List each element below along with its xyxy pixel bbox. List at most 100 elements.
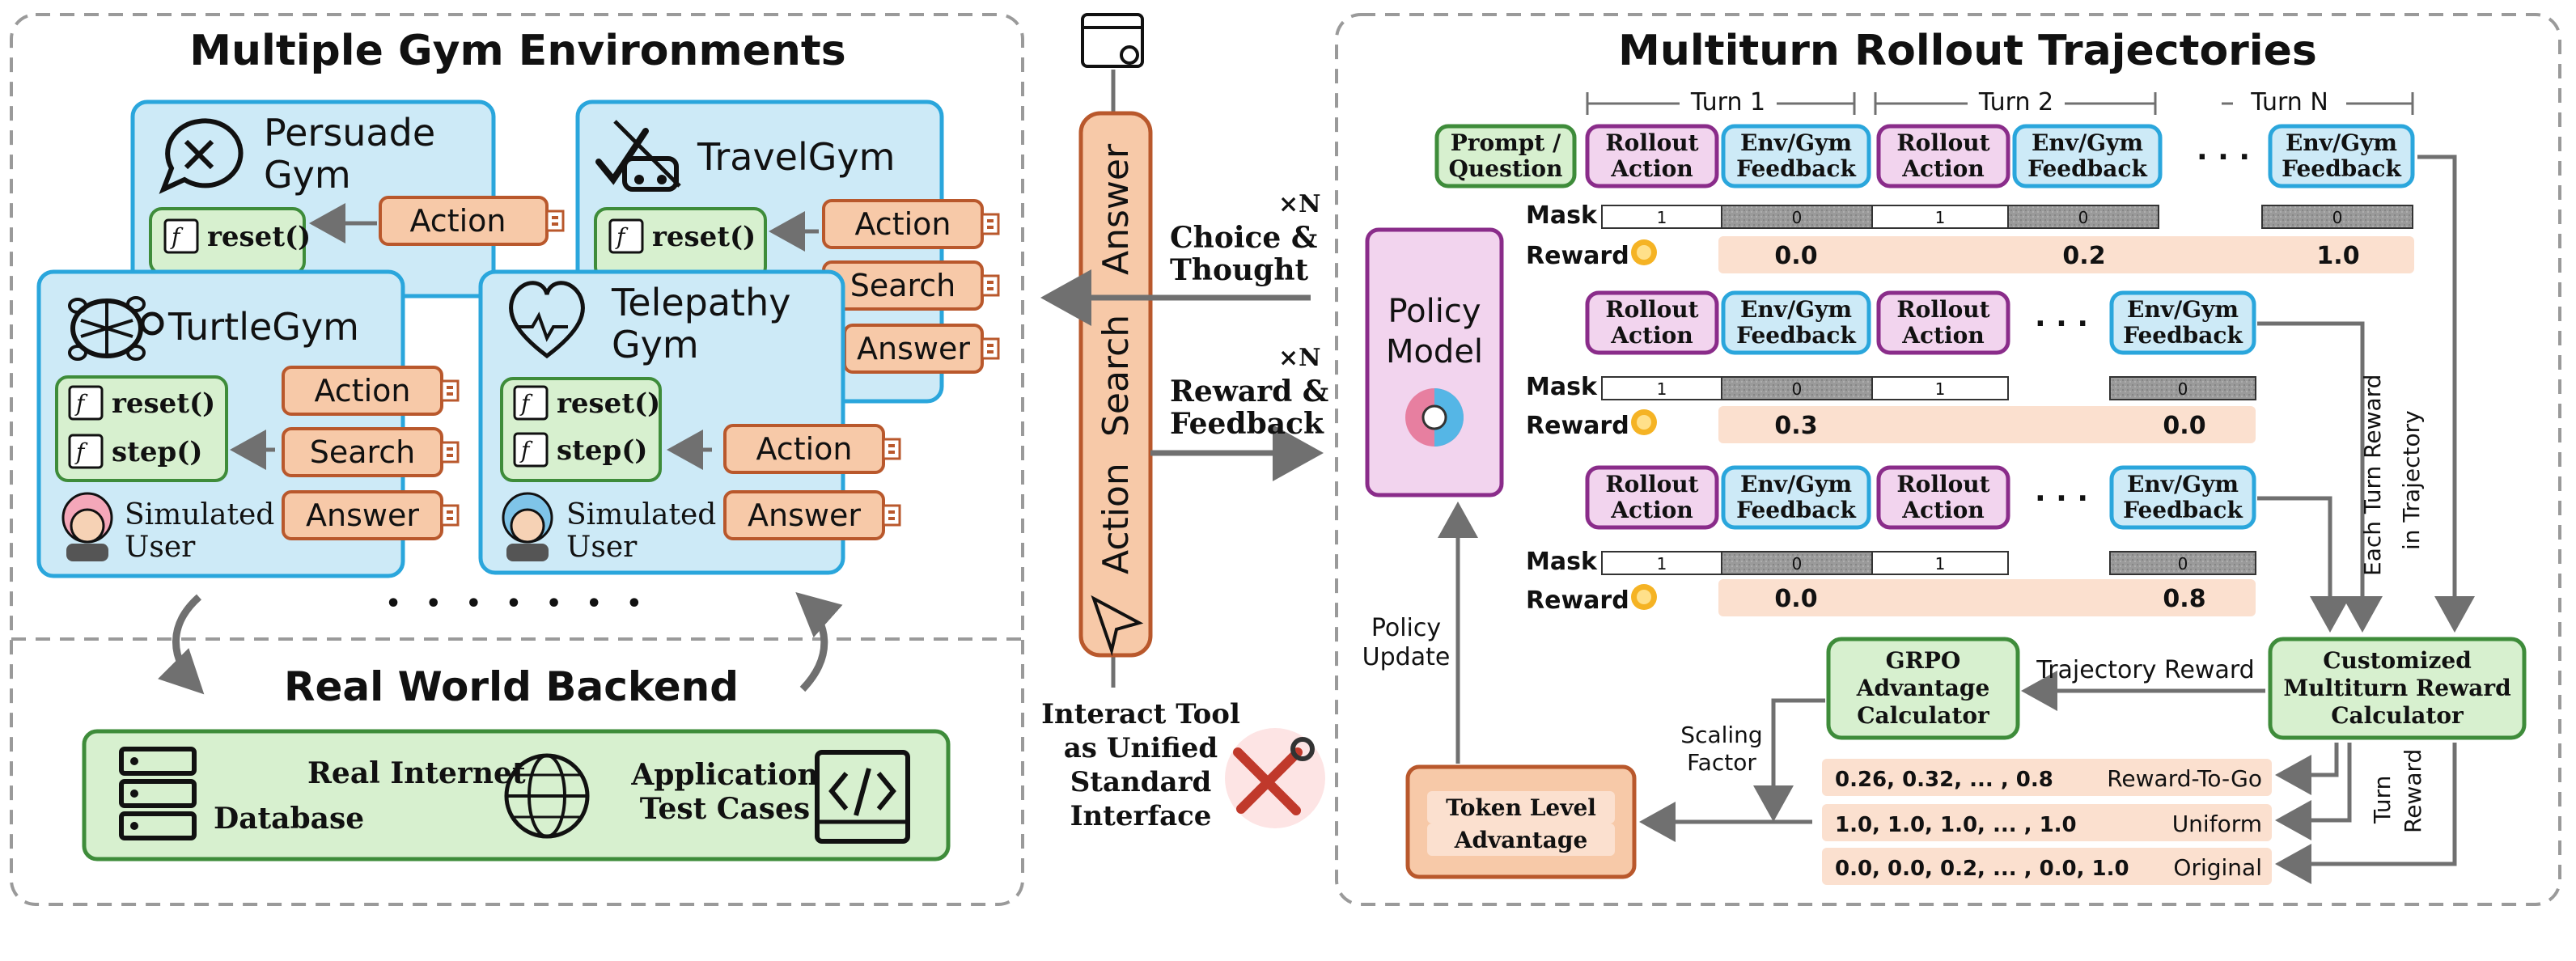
svg-text:Env/Gym: Env/Gym (1740, 296, 1852, 323)
prompt-box (1434, 124, 1577, 188)
travel-answer-tool[interactable]: Answer (843, 324, 1000, 374)
svg-text:Action: Action (1901, 155, 1984, 182)
turn-reward-line2: Reward (2400, 749, 2426, 833)
turtle-user-label-line1: Simulated (125, 498, 274, 531)
right-panel-title: Multiturn Rollout Trajectories (1618, 27, 2317, 75)
svg-text:· · ·: · · · (2035, 307, 2088, 341)
settings-window-icon (1081, 13, 1144, 68)
turtle-search-tool[interactable]: Search (282, 427, 460, 477)
backend-title: Real World Backend (284, 663, 739, 710)
persuade-gym-name-line2: Gym (264, 153, 351, 197)
svg-text:1.0, 1.0, 1.0, ... , 1.0: 1.0, 1.0, 1.0, ... , 1.0 (1835, 813, 2077, 837)
travel-action-tool[interactable]: Action (822, 199, 1000, 249)
svg-text:Feedback: Feedback (2282, 155, 2401, 182)
tool-bar-answer: Answer (1095, 143, 1137, 275)
turn-markers: Turn 1 Turn 2 Turn N (1586, 88, 2414, 116)
svg-text:Answer: Answer (748, 497, 861, 533)
svg-text:Mask: Mask (1526, 201, 1598, 230)
svg-text:Rollout: Rollout (1896, 129, 1989, 156)
turtle-gym-name: TurtleGym (167, 305, 359, 349)
more-gyms-ellipsis: • • • • • • • (386, 590, 650, 618)
telepathy-user-label-line1: Simulated (566, 498, 716, 531)
turtle-action-tool[interactable]: Action (282, 366, 460, 416)
turtle-reset-function[interactable]: f reset() (68, 385, 215, 421)
svg-text:Answer: Answer (306, 497, 419, 533)
svg-text:Model: Model (1386, 333, 1483, 370)
trajectory-row-3: Rollout Action Env/Gym Feedback Rollout … (1526, 465, 2256, 616)
svg-text:Reward: Reward (1526, 242, 1629, 270)
interface-label-line2: as Unified (1064, 732, 1218, 764)
code-window-icon (815, 750, 910, 844)
svg-text:Original: Original (2173, 854, 2262, 881)
policy-update-line2: Update (1362, 643, 1451, 671)
svg-text:Token Level: Token Level (1446, 794, 1596, 821)
turtle-step-function[interactable]: f step() (68, 434, 202, 469)
telepathy-reset-function[interactable]: f reset() (513, 385, 660, 421)
token-level-advantage-box: Token Level Advantage (1405, 764, 1637, 879)
left-panel-title: Multiple Gym Environments (189, 27, 845, 75)
svg-text:reset(): reset() (112, 387, 215, 420)
svg-text:0: 0 (2078, 208, 2089, 227)
tool-bar-search: Search (1095, 315, 1137, 437)
turtle-answer-tool[interactable]: Answer (282, 490, 460, 540)
scheme-uniform: 1.0, 1.0, 1.0, ... , 1.0 Uniform (1822, 804, 2272, 841)
choice-label-line2: Thought (1170, 253, 1308, 287)
telepathy-answer-tool[interactable]: Answer (723, 490, 901, 540)
turtle-gym-card: TurtleGym f reset() f step() Action Sear… (36, 269, 460, 578)
svg-text:Multiturn Reward: Multiturn Reward (2283, 675, 2510, 701)
telepathy-step-function[interactable]: f step() (513, 432, 647, 468)
turtle-icon (68, 296, 164, 361)
interface-label-line4: Interface (1070, 800, 1212, 832)
svg-text:Rollout: Rollout (1896, 296, 1989, 323)
svg-text:Action: Action (409, 203, 506, 239)
interface-label-line3: Standard (1070, 766, 1212, 798)
svg-text:· · ·: · · · (2035, 482, 2088, 515)
tool-bar[interactable]: Action Search Answer (1078, 111, 1153, 658)
turtle-user-label-line2: User (125, 531, 196, 564)
svg-text:Policy: Policy (1388, 293, 1481, 330)
svg-text:reset(): reset() (652, 221, 756, 253)
svg-text:Uniform: Uniform (2172, 811, 2262, 837)
travel-icon (595, 120, 681, 192)
svg-text:0: 0 (2178, 554, 2188, 574)
svg-text:Answer: Answer (857, 331, 970, 366)
svg-text:step(): step() (557, 434, 647, 467)
scheme-reward-to-go: 0.26, 0.32, ... , 0.8 Reward-To-Go (1822, 759, 2272, 796)
svg-text:Reward-To-Go: Reward-To-Go (2107, 765, 2262, 792)
scaling-factor-line1: Scaling (1680, 722, 1762, 748)
turtle-simulated-user-avatar (61, 492, 113, 561)
svg-text:Advantage: Advantage (1856, 675, 1990, 701)
scheme-original: 0.0, 0.0, 0.2, ... , 0.0, 1.0 Original (1822, 848, 2272, 885)
svg-text:Action: Action (1901, 322, 1984, 349)
customized-reward-calculator: Customized Multiturn Reward Calculator (2268, 637, 2527, 740)
svg-text:0.0: 0.0 (1774, 242, 1817, 270)
svg-text:1: 1 (1935, 554, 1946, 574)
svg-text:1: 1 (1657, 554, 1667, 574)
svg-text:0.26, 0.32, ... , 0.8: 0.26, 0.32, ... , 0.8 (1835, 768, 2053, 792)
application-label-line2: Test Cases (640, 792, 810, 826)
travel-reset-function[interactable]: f reset() (608, 218, 756, 254)
travel-gym-name: TravelGym (697, 135, 895, 179)
turn-reward-line1: Turn (2369, 776, 2396, 824)
persuade-gym-card: Persuade Gym f reset() Action (130, 99, 565, 298)
svg-text:Calculator: Calculator (2331, 702, 2464, 729)
svg-text:Action: Action (756, 431, 852, 467)
reward-medal-icon (1631, 239, 1657, 265)
travel-search-tool[interactable]: Search (822, 260, 1000, 311)
policy-model-box: Policy Model (1365, 227, 1504, 497)
svg-text:Mask: Mask (1526, 548, 1598, 576)
svg-text:Env/Gym: Env/Gym (2127, 296, 2239, 323)
svg-text:0: 0 (1792, 554, 1803, 574)
svg-text:Customized: Customized (2323, 647, 2472, 674)
telepathy-action-tool[interactable]: Action (723, 424, 901, 474)
svg-text:Rollout: Rollout (1605, 471, 1698, 497)
globe-icon (504, 753, 590, 839)
svg-text:GRPO: GRPO (1886, 647, 1961, 674)
persuade-action-tool[interactable]: Action (379, 196, 565, 246)
svg-text:Action: Action (1610, 322, 1693, 349)
svg-text:0.0: 0.0 (2163, 412, 2205, 440)
persuade-reset-function[interactable]: f reset() (163, 218, 311, 254)
reward-medal-icon (1631, 584, 1657, 610)
each-turn-reward-line2: in Trajectory (2398, 410, 2425, 550)
svg-text:Action: Action (1901, 497, 1984, 523)
